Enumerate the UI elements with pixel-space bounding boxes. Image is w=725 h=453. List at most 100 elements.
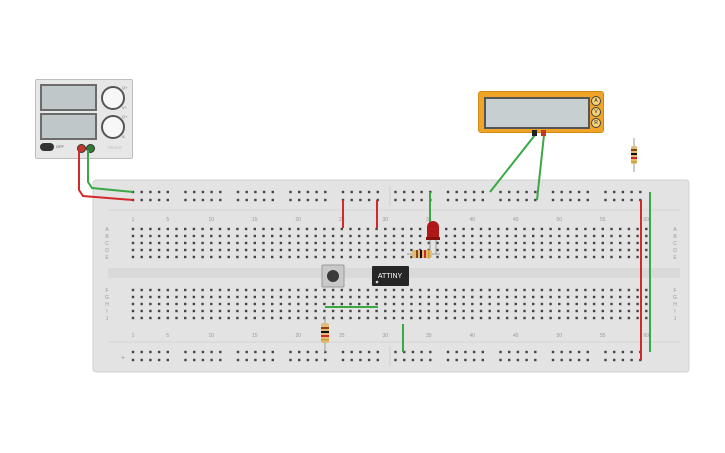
breadboard-hole[interactable] <box>166 295 169 299</box>
breadboard-hole[interactable] <box>610 241 613 245</box>
breadboard-hole[interactable] <box>566 316 570 320</box>
breadboard-hole[interactable] <box>131 288 135 292</box>
breadboard-hole[interactable] <box>630 358 633 362</box>
breadboard-hole[interactable] <box>367 198 371 202</box>
breadboard-hole[interactable] <box>446 198 450 202</box>
breadboard-hole[interactable] <box>499 350 502 354</box>
breadboard-hole[interactable] <box>410 302 413 306</box>
breadboard-hole[interactable] <box>575 295 578 299</box>
breadboard-hole[interactable] <box>227 288 230 292</box>
breadboard-hole[interactable] <box>366 295 370 299</box>
breadboard-hole[interactable] <box>645 227 648 231</box>
breadboard-hole[interactable] <box>384 248 387 252</box>
breadboard-hole[interactable] <box>592 309 596 313</box>
breadboard-hole[interactable] <box>540 255 544 259</box>
breadboard-hole[interactable] <box>575 309 578 313</box>
breadboard-hole[interactable] <box>297 302 300 306</box>
breadboard-hole[interactable] <box>149 255 152 259</box>
breadboard-hole[interactable] <box>166 241 169 245</box>
breadboard-hole[interactable] <box>323 316 326 320</box>
breadboard-hole[interactable] <box>305 227 309 231</box>
breadboard-hole[interactable] <box>523 255 526 259</box>
breadboard-hole[interactable] <box>184 358 187 362</box>
breadboard-hole[interactable] <box>445 302 448 306</box>
breadboard-hole[interactable] <box>131 302 135 306</box>
breadboard-hole[interactable] <box>403 198 406 202</box>
breadboard-hole[interactable] <box>175 248 178 252</box>
breadboard-hole[interactable] <box>645 309 648 313</box>
breadboard-hole[interactable] <box>131 295 135 299</box>
breadboard-hole[interactable] <box>505 248 509 252</box>
breadboard-hole[interactable] <box>349 316 352 320</box>
breadboard-hole[interactable] <box>392 227 396 231</box>
breadboard-hole[interactable] <box>497 255 500 259</box>
breadboard-hole[interactable] <box>549 255 552 259</box>
breadboard-hole[interactable] <box>455 358 458 362</box>
breadboard-hole[interactable] <box>630 198 633 202</box>
breadboard-hole[interactable] <box>149 288 152 292</box>
breadboard-hole[interactable] <box>289 350 292 354</box>
breadboard-hole[interactable] <box>323 227 326 231</box>
breadboard-hole[interactable] <box>610 234 613 238</box>
breadboard-hole[interactable] <box>481 198 484 202</box>
breadboard-hole[interactable] <box>584 255 587 259</box>
breadboard-hole[interactable] <box>462 241 465 245</box>
breadboard-hole[interactable] <box>210 350 213 354</box>
breadboard-hole[interactable] <box>218 227 222 231</box>
breadboard-hole[interactable] <box>298 198 301 202</box>
breadboard-hole[interactable] <box>245 198 248 202</box>
breadboard-hole[interactable] <box>323 302 326 306</box>
breadboard-hole[interactable] <box>201 350 205 354</box>
breadboard-hole[interactable] <box>627 241 631 245</box>
breadboard-hole[interactable] <box>636 227 639 231</box>
breadboard-hole[interactable] <box>514 227 517 231</box>
breadboard-hole[interactable] <box>636 295 639 299</box>
breadboard-hole[interactable] <box>340 248 343 252</box>
breadboard-hole[interactable] <box>131 248 135 252</box>
breadboard-hole[interactable] <box>236 288 239 292</box>
breadboard-hole[interactable] <box>305 234 309 238</box>
breadboard-hole[interactable] <box>297 316 300 320</box>
breadboard-hole[interactable] <box>131 350 135 354</box>
breadboard-hole[interactable] <box>358 241 361 245</box>
breadboard-hole[interactable] <box>140 227 143 231</box>
breadboard-hole[interactable] <box>331 295 335 299</box>
breadboard-hole[interactable] <box>523 302 526 306</box>
breadboard-hole[interactable] <box>592 295 596 299</box>
breadboard-hole[interactable] <box>420 198 423 202</box>
breadboard-hole[interactable] <box>462 234 465 238</box>
breadboard-hole[interactable] <box>253 302 256 306</box>
breadboard-hole[interactable] <box>462 248 465 252</box>
breadboard-hole[interactable] <box>411 190 415 194</box>
breadboard-hole[interactable] <box>505 227 509 231</box>
breadboard-hole[interactable] <box>523 234 526 238</box>
breadboard-hole[interactable] <box>166 288 169 292</box>
breadboard-hole[interactable] <box>253 227 256 231</box>
breadboard-hole[interactable] <box>375 227 378 231</box>
breadboard-hole[interactable] <box>540 309 544 313</box>
breadboard-hole[interactable] <box>358 295 361 299</box>
breadboard-hole[interactable] <box>157 248 161 252</box>
breadboard-hole[interactable] <box>410 234 413 238</box>
breadboard-hole[interactable] <box>227 309 230 313</box>
breadboard-hole[interactable] <box>314 295 317 299</box>
breadboard-hole[interactable] <box>523 227 526 231</box>
breadboard-hole[interactable] <box>592 302 596 306</box>
breadboard-hole[interactable] <box>566 227 570 231</box>
breadboard-hole[interactable] <box>166 255 169 259</box>
breadboard-hole[interactable] <box>410 295 413 299</box>
breadboard-hole[interactable] <box>401 255 404 259</box>
breadboard-hole[interactable] <box>175 309 178 313</box>
breadboard-hole[interactable] <box>227 248 230 252</box>
breadboard-hole[interactable] <box>427 295 430 299</box>
breadboard-hole[interactable] <box>350 350 353 354</box>
breadboard-hole[interactable] <box>403 190 406 194</box>
breadboard-hole[interactable] <box>577 350 581 354</box>
breadboard-hole[interactable] <box>262 248 265 252</box>
breadboard-hole[interactable] <box>566 248 570 252</box>
breadboard-hole[interactable] <box>445 241 448 245</box>
breadboard-hole[interactable] <box>384 316 387 320</box>
breadboard-hole[interactable] <box>453 302 457 306</box>
breadboard-hole[interactable] <box>219 198 222 202</box>
breadboard-hole[interactable] <box>445 309 448 313</box>
